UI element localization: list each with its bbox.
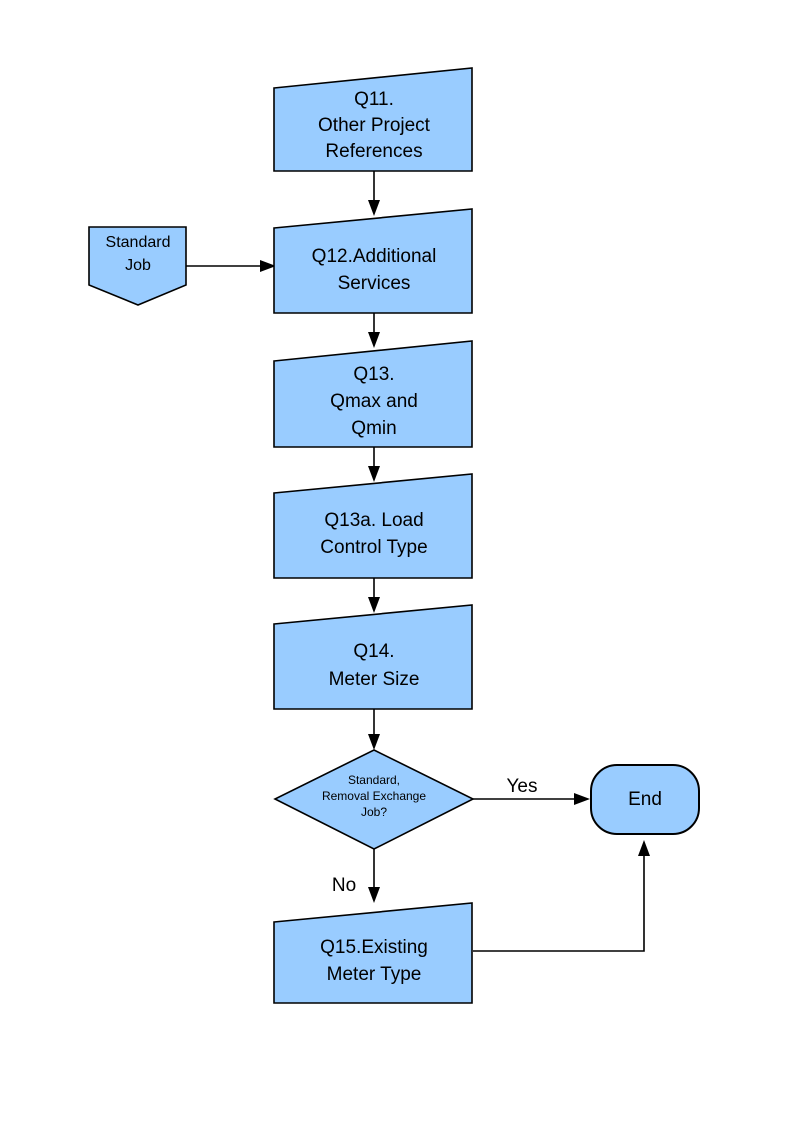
node-standard-job-line2: Job	[125, 257, 151, 274]
edge-q13-to-q13a	[368, 447, 380, 482]
node-q14-line1: Q14.	[353, 641, 394, 662]
node-decision-line3: Job?	[361, 805, 387, 819]
node-q13-shape[interactable]	[273, 340, 473, 448]
node-q11-shape[interactable]	[273, 67, 473, 172]
edge-q13a-to-q14	[368, 578, 380, 613]
node-standard-job-line1: Standard	[106, 234, 171, 251]
node-q13[interactable]: Q13. Qmax and Qmin	[273, 340, 473, 448]
node-q13a[interactable]: Q13a. Load Control Type	[273, 473, 473, 579]
edge-q14-to-decision	[368, 709, 380, 750]
edge-q15-to-end	[473, 840, 650, 952]
edge-q11-to-q12	[368, 171, 380, 216]
node-end-shape[interactable]	[590, 764, 700, 835]
node-standard-job[interactable]: Standard Job	[88, 226, 187, 306]
node-decision-line2: Removal Exchange	[322, 789, 426, 803]
node-q14[interactable]: Q14. Meter Size	[273, 604, 473, 710]
node-end-label: End	[628, 789, 662, 810]
edge-decision-to-q15-no	[368, 849, 380, 903]
edge-label-no: No	[332, 875, 356, 896]
node-q11-line2: Other Project	[318, 115, 431, 136]
node-q12-shape[interactable]	[273, 208, 473, 314]
node-q15-line2: Meter Type	[327, 964, 422, 985]
node-q13a-line2: Control Type	[320, 537, 427, 558]
edge-standardjob-to-q12	[186, 260, 276, 272]
node-q13-line1: Q13.	[353, 364, 394, 385]
node-end[interactable]: End	[590, 764, 700, 835]
node-q12-line2: Services	[338, 273, 411, 294]
node-q12-line1: Q12.Additional	[312, 246, 437, 267]
node-decision-line1: Standard,	[348, 773, 400, 787]
node-decision[interactable]: Standard, Removal Exchange Job?	[273, 749, 475, 850]
node-q13a-line1: Q13a. Load	[324, 510, 423, 531]
node-q14-shape[interactable]	[273, 604, 473, 710]
node-q15-shape[interactable]	[273, 902, 473, 1004]
node-q11-line1: Q11.	[354, 89, 394, 110]
node-q13-line2: Qmax and	[330, 391, 418, 412]
node-decision-shape[interactable]	[273, 749, 475, 850]
node-standard-job-shape[interactable]	[88, 226, 187, 306]
edge-decision-to-end-yes	[473, 793, 590, 805]
node-q13-line3: Qmin	[351, 418, 396, 439]
edge-q12-to-q13	[368, 313, 380, 348]
node-q13a-shape[interactable]	[273, 473, 473, 579]
node-q11-line3: References	[325, 141, 422, 162]
node-q15-line1: Q15.Existing	[320, 937, 428, 958]
edge-label-yes: Yes	[507, 776, 538, 797]
node-q11[interactable]: Q11. Other Project References	[273, 67, 473, 172]
node-q12[interactable]: Q12.Additional Services	[273, 208, 473, 314]
node-q14-line2: Meter Size	[329, 669, 420, 690]
node-q15[interactable]: Q15.Existing Meter Type	[273, 902, 473, 1004]
